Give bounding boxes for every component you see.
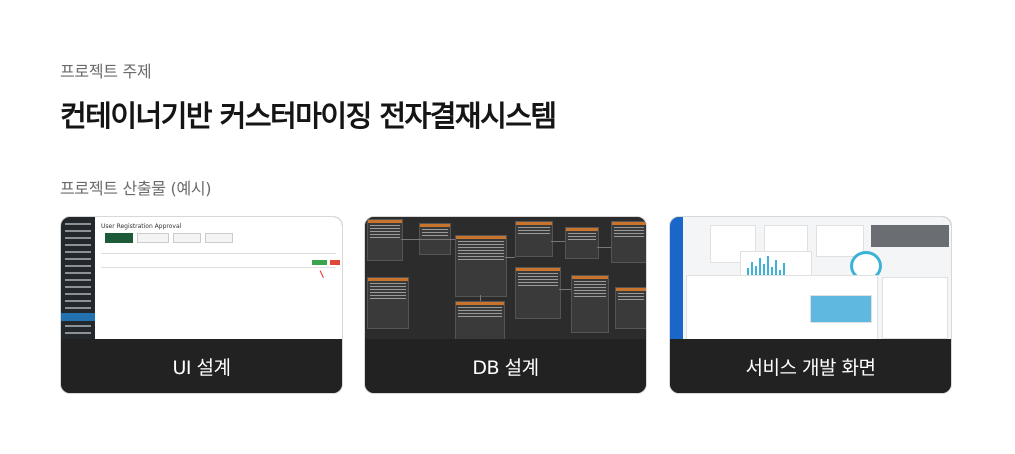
ui-design-screenshot: User Registration Approval — [61, 217, 342, 341]
reject-button — [330, 260, 340, 265]
project-title: 컨테이너기반 커스터마이징 전자결재시스템 — [60, 99, 557, 133]
ui-window-title: User Registration Approval — [101, 223, 182, 230]
service-sidebar — [670, 217, 683, 341]
ui-design-card[interactable]: User Registration Approval UI 설계 — [60, 216, 343, 394]
arrow-icon — [319, 267, 330, 279]
card-caption: 서비스 개발 화면 — [670, 339, 951, 393]
features-tab — [205, 233, 233, 243]
map-panel — [810, 295, 872, 323]
admin-sidebar — [61, 217, 95, 341]
db-design-card[interactable]: DB 설계 — [364, 216, 647, 394]
card-caption: DB 설계 — [365, 339, 646, 393]
bar-chart — [740, 251, 812, 277]
db-design-screenshot — [365, 217, 646, 341]
service-screen-card[interactable]: 서비스 개발 화면 — [669, 216, 952, 394]
approve-button — [312, 260, 327, 265]
service-screenshot — [670, 217, 951, 341]
card-caption: UI 설계 — [61, 339, 342, 393]
profile-widget — [710, 225, 756, 263]
notification-popup — [871, 225, 949, 247]
pending-tab — [105, 233, 133, 243]
summary-widget — [816, 225, 864, 257]
approved-tab — [137, 233, 169, 243]
project-topic-kicker: 프로젝트 주제 — [60, 62, 152, 81]
clock-widget — [882, 277, 948, 339]
denied-tab — [173, 233, 201, 243]
outputs-section-label: 프로젝트 산출물 (예시) — [60, 179, 212, 198]
